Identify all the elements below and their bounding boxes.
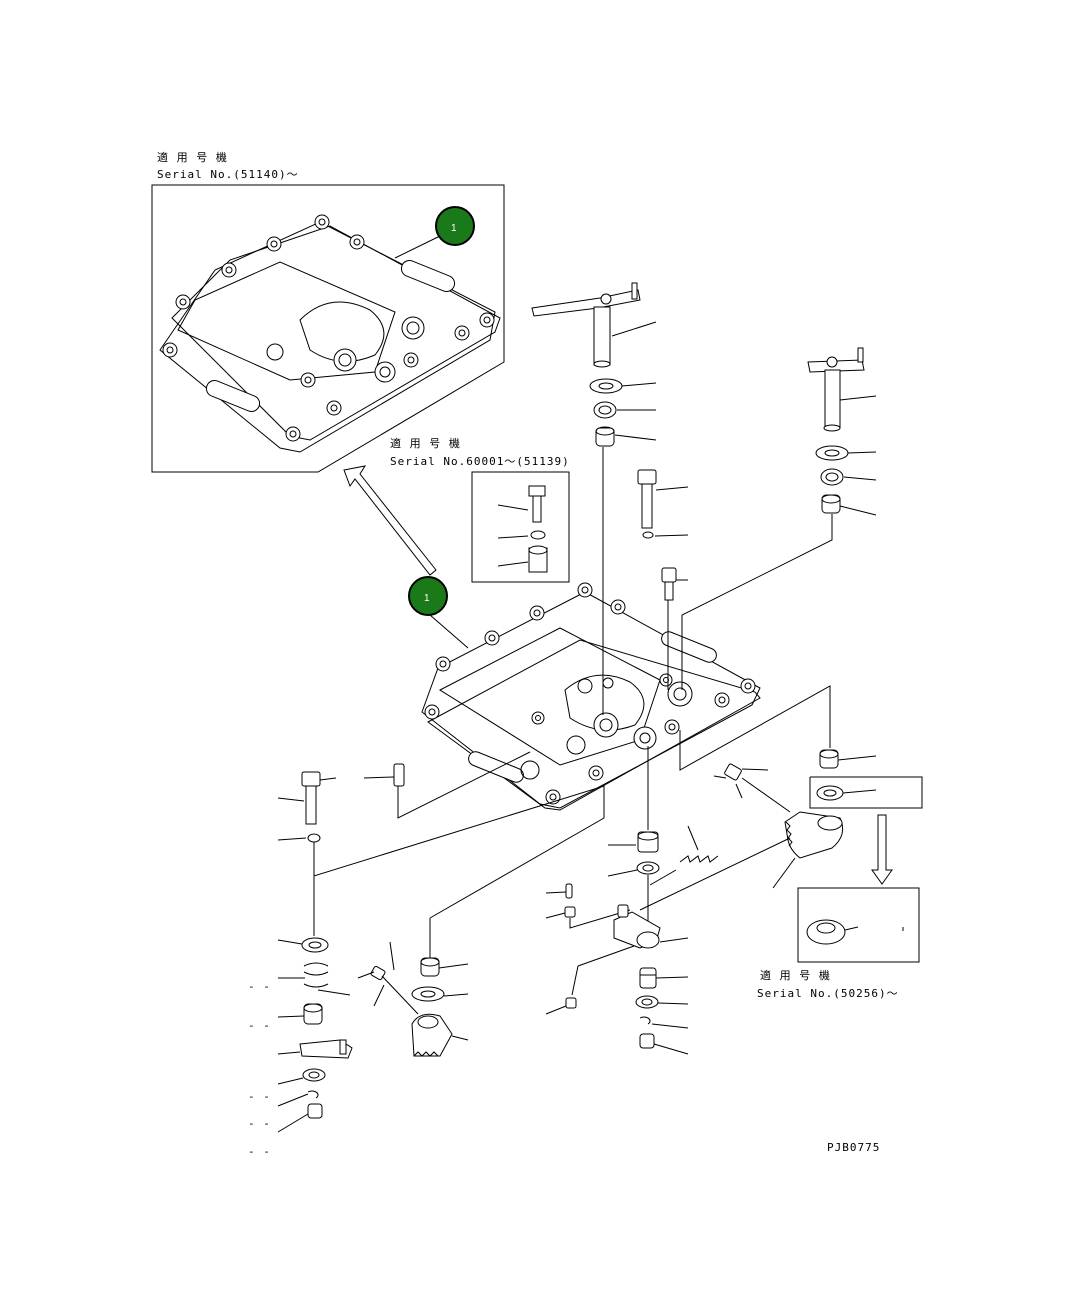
side-mark-1: - - xyxy=(248,980,271,993)
inset-top-label-jp: 適 用 号 機 xyxy=(157,150,228,164)
side-mark-2: - - xyxy=(248,1019,271,1032)
callout-top-label: 1 xyxy=(451,223,457,234)
callout-main-label: 1 xyxy=(424,593,430,604)
callout-main[interactable]: 1 xyxy=(408,576,448,616)
lever-assembly-right xyxy=(681,347,877,690)
callout-top[interactable]: 1 xyxy=(435,206,475,246)
inset-bottom-frame xyxy=(797,887,920,963)
main-valve-plate xyxy=(421,582,761,811)
hollow-down-arrow xyxy=(871,814,893,885)
inset-bottom-serial: Serial No.(50256)～ xyxy=(757,987,899,1000)
inset-middle-label-jp: 適 用 号 機 xyxy=(390,436,461,450)
inset-top-serial: Serial No.(51140)～ xyxy=(157,168,299,181)
lever-assembly-top xyxy=(531,282,657,715)
drawing-code: PJB0775 xyxy=(827,1141,880,1154)
side-mark-4: - - xyxy=(248,1117,271,1130)
inset-bottom-label-jp: 適 用 号 機 xyxy=(760,968,831,982)
inset-middle-serial: Serial No.60001～(51139) xyxy=(390,455,570,468)
bolt-group-center xyxy=(637,469,689,690)
callout-top-leader xyxy=(394,235,441,259)
inset-middle-frame xyxy=(471,471,570,583)
center-column-parts xyxy=(545,746,791,1055)
side-mark-5: - - xyxy=(248,1145,271,1158)
inset-arrow xyxy=(343,465,437,576)
inset-top-frame xyxy=(151,184,505,473)
left-column-parts xyxy=(277,751,605,1133)
right-lower-parts xyxy=(679,685,923,963)
center-left-parts xyxy=(357,918,469,1057)
inset-top-plate xyxy=(159,214,501,453)
callout-main-leader xyxy=(429,614,469,649)
side-mark-3: - - xyxy=(248,1090,271,1103)
inset-middle-parts xyxy=(497,485,548,573)
